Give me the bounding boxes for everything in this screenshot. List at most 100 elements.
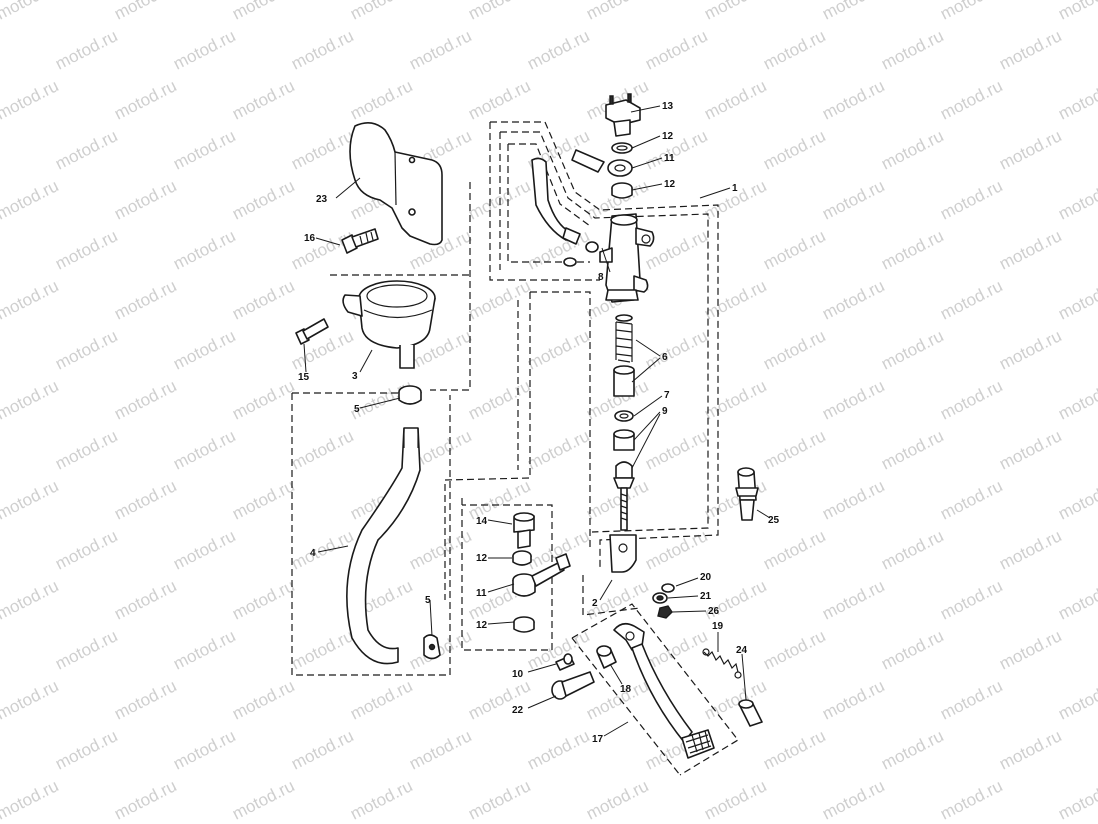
watermark-text: motod.ru <box>347 676 415 723</box>
watermark-text: motod.ru <box>760 526 828 573</box>
watermark-text: motod.ru <box>229 0 297 24</box>
callout-5-a: 5 <box>354 404 360 415</box>
watermark-text: motod.ru <box>229 276 297 323</box>
o-ring-part-8 <box>563 241 599 267</box>
watermark-text: motod.ru <box>0 676 62 723</box>
watermark-text: motod.ru <box>229 776 297 823</box>
watermark-text: motod.ru <box>0 376 62 423</box>
watermark-text: motod.ru <box>465 276 533 323</box>
watermark-text: motod.ru <box>111 676 179 723</box>
watermark-text: motod.ru <box>878 26 946 73</box>
watermark-text: motod.ru <box>878 426 946 473</box>
watermark-text: motod.ru <box>701 376 769 423</box>
washer-part-21 <box>652 592 668 604</box>
watermark-text: motod.ru <box>819 576 887 623</box>
watermark-text: motod.ru <box>347 76 415 123</box>
watermark-text: motod.ru <box>642 26 710 73</box>
banjo-fitting-part-11-lower <box>512 553 571 597</box>
watermark-text: motod.ru <box>937 376 1005 423</box>
watermark-text: motod.ru <box>229 76 297 123</box>
callout-22: 22 <box>512 705 524 716</box>
watermark-text: motod.ru <box>701 776 769 823</box>
watermark-text: motod.ru <box>406 726 474 773</box>
callout-9: 9 <box>662 406 668 417</box>
washer-part-12-bottom <box>513 616 535 633</box>
heel-guard-part-23 <box>349 122 443 246</box>
watermark-text: motod.ru <box>0 426 3 473</box>
callout-4: 4 <box>310 548 316 559</box>
callout-10: 10 <box>512 669 524 680</box>
watermark-text: motod.ru <box>0 526 3 573</box>
watermark-text: motod.ru <box>111 176 179 223</box>
watermark-text: motod.ru <box>878 326 946 373</box>
watermark-text: motod.ru <box>583 0 651 24</box>
watermark-text: motod.ru <box>583 676 651 723</box>
pivot-bolt-part-22 <box>551 671 595 700</box>
callout-17: 17 <box>592 734 604 745</box>
watermark-text: motod.ru <box>701 0 769 24</box>
watermark-text: motod.ru <box>819 0 887 24</box>
watermark-text: motod.ru <box>288 726 356 773</box>
callout-7: 7 <box>664 390 670 401</box>
watermark-text: motod.ru <box>878 126 946 173</box>
watermark-text: motod.ru <box>288 26 356 73</box>
watermark-text: motod.ru <box>288 626 356 673</box>
callout-19: 19 <box>712 621 724 632</box>
pin-part-10 <box>555 653 575 671</box>
watermark-text: motod.ru <box>406 526 474 573</box>
screw-part-15 <box>295 318 329 345</box>
watermark-text: motod.ru <box>465 376 533 423</box>
washer-part-12-lower <box>611 182 633 199</box>
watermark-text: motod.ru <box>937 176 1005 223</box>
watermark-text: motod.ru <box>52 426 120 473</box>
watermark-text: motod.ru <box>760 226 828 273</box>
watermark-text: motod.ru <box>1055 576 1098 623</box>
callout-8: 8 <box>598 272 604 283</box>
watermark-text: motod.ru <box>524 726 592 773</box>
pushrod-head-part-9 <box>615 461 633 479</box>
watermark-text: motod.ru <box>819 676 887 723</box>
watermark-text: motod.ru <box>0 126 3 173</box>
watermark-text: motod.ru <box>1055 676 1098 723</box>
watermark-text: motod.ru <box>111 476 179 523</box>
watermark-text: motod.ru <box>937 0 1005 24</box>
hose-clip-part-5-upper <box>398 385 422 405</box>
washer-part-12-middle <box>512 550 532 566</box>
watermark-text: motod.ru <box>111 576 179 623</box>
watermark-text: motod.ru <box>996 726 1064 773</box>
watermark-text: motod.ru <box>760 626 828 673</box>
watermark-text: motod.ru <box>1055 476 1098 523</box>
watermark-text: motod.ru <box>937 276 1005 323</box>
watermark-text: motod.ru <box>111 776 179 823</box>
watermark-text: motod.ru <box>937 676 1005 723</box>
watermark-text: motod.ru <box>524 326 592 373</box>
watermark-text: motod.ru <box>52 226 120 273</box>
callout-20: 20 <box>700 572 712 583</box>
callout-1: 1 <box>732 183 738 194</box>
watermark-text: motod.ru <box>170 426 238 473</box>
watermark-text: motod.ru <box>229 176 297 223</box>
callout-2: 2 <box>592 598 598 609</box>
watermark-text: motod.ru <box>760 326 828 373</box>
callout-25: 25 <box>768 515 780 526</box>
callout-13: 13 <box>662 101 674 112</box>
watermark-text: motod.ru <box>0 726 3 773</box>
callout-21: 21 <box>700 591 712 602</box>
watermark-text: motod.ru <box>1055 276 1098 323</box>
hose-clip-part-5-lower <box>423 634 441 660</box>
watermark-text: motod.ru <box>937 576 1005 623</box>
washer-part-20 <box>661 583 675 593</box>
watermark-text: motod.ru <box>229 676 297 723</box>
watermark-text: motod.ru <box>996 526 1064 573</box>
watermark-text: motod.ru <box>996 126 1064 173</box>
watermark-text: motod.ru <box>878 726 946 773</box>
watermark-text: motod.ru <box>0 626 3 673</box>
watermark-text: motod.ru <box>0 476 62 523</box>
watermark-text: motod.ru <box>878 226 946 273</box>
watermark-text: motod.ru <box>996 326 1064 373</box>
watermark-text: motod.ru <box>0 276 62 323</box>
brake-switch-part-13 <box>605 93 641 137</box>
watermark-text: motod.ru <box>52 626 120 673</box>
watermark-text: motod.ru <box>288 426 356 473</box>
